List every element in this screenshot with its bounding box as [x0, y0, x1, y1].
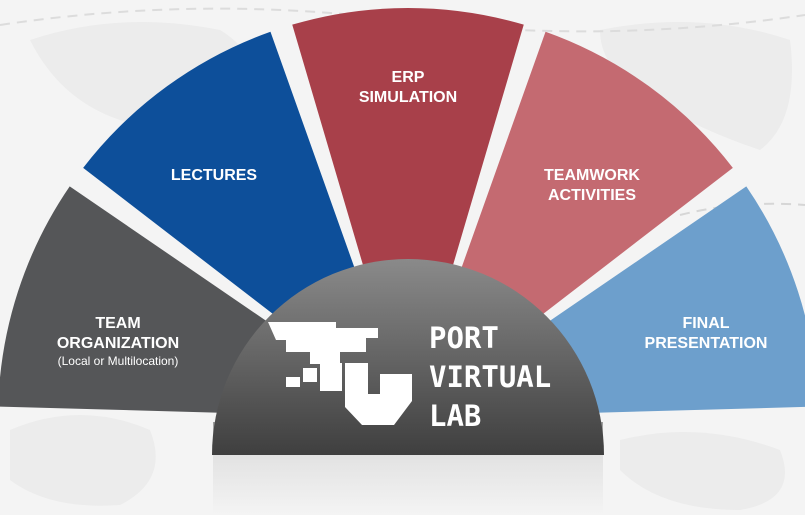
port-virtual-lab-logo-icon	[268, 322, 412, 425]
segment-label-line: PRESENTATION	[645, 335, 768, 352]
logo-text-line: LAB	[429, 399, 481, 433]
segment-label-line: ORGANIZATION	[57, 335, 179, 352]
segment-sublabel: (Local or Multilocation)	[58, 354, 179, 368]
segment-label-erp-simulation: ERP SIMULATION	[359, 69, 457, 106]
dashed-route-top	[0, 7, 805, 33]
logo-text-line: VIRTUAL	[429, 360, 551, 394]
segment-label-line: TEAM	[95, 315, 140, 332]
segment-label-line: FINAL	[682, 315, 729, 332]
logo-text: PORT VIRTUAL LAB	[429, 321, 551, 433]
segment-label-line: TEAMWORK	[544, 167, 640, 184]
logo-text-line: PORT	[429, 321, 499, 355]
segment-label-teamwork-activities: TEAMWORK ACTIVITIES	[544, 167, 640, 204]
segment-erp-simulation	[292, 7, 524, 372]
segment-label-line: ERP	[392, 69, 425, 86]
world-map-background	[10, 22, 792, 510]
segment-label-lectures: LECTURES	[171, 167, 258, 184]
segment-label-line: LECTURES	[171, 167, 258, 184]
segment-label-team-organization: TEAM ORGANIZATION (Local or Multilocation)	[57, 315, 179, 368]
segment-label-line: SIMULATION	[359, 89, 457, 106]
hub-semicircle	[212, 259, 604, 455]
dashed-route-right	[679, 202, 805, 216]
segment-label-final-presentation: FINAL PRESENTATION	[645, 315, 768, 352]
segment-label-line: ACTIVITIES	[548, 187, 636, 204]
